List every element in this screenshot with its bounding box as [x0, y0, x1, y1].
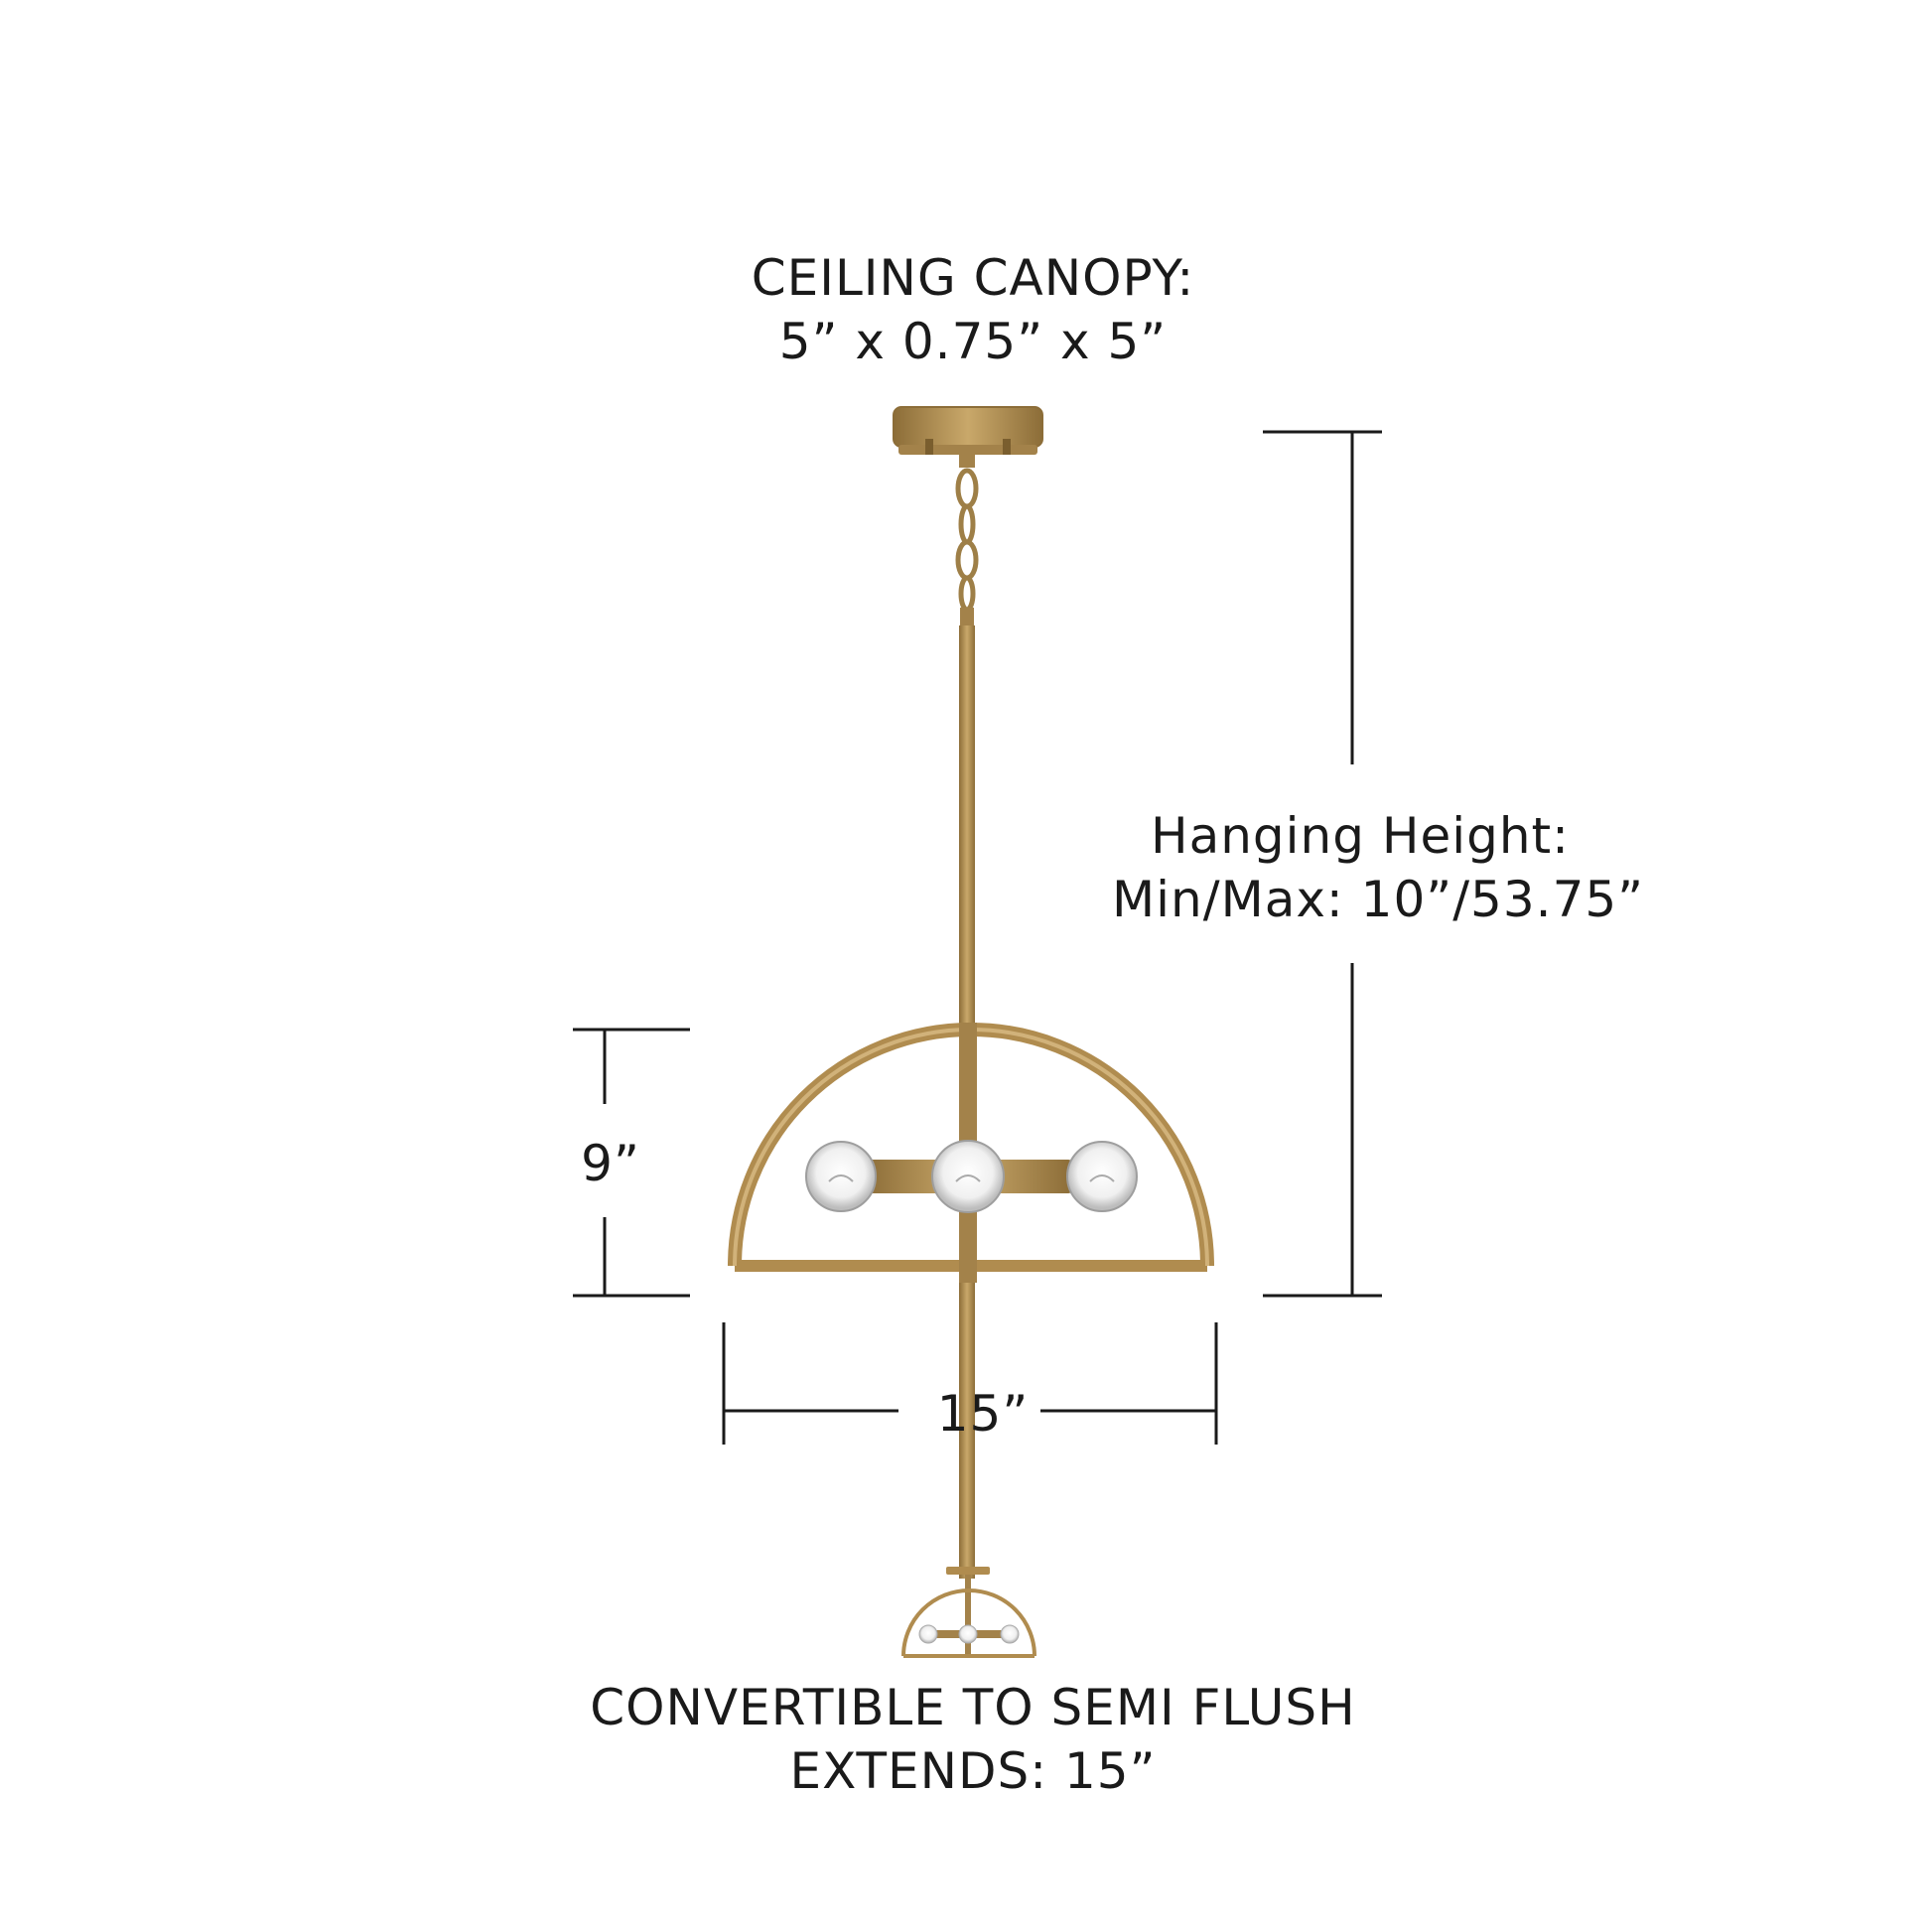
- height-value: 9”: [581, 1135, 640, 1192]
- width-dimension: [722, 1322, 1218, 1445]
- width-value: 15”: [936, 1385, 1030, 1443]
- height-dimension: [573, 1028, 690, 1298]
- semi-flush-extends: EXTENDS: 15”: [789, 1742, 1157, 1800]
- ceiling-canopy: [893, 406, 1043, 468]
- hanging-height-label: Hanging Height: Min/Max: 10”/53.75”: [1112, 804, 1645, 931]
- semi-flush-label: CONVERTIBLE TO SEMI FLUSH EXTENDS: 15”: [0, 1676, 1932, 1803]
- hanging-height-title: Hanging Height:: [1150, 807, 1570, 865]
- canopy-title: CEILING CANOPY:: [751, 249, 1195, 307]
- hanging-height-range: Min/Max: 10”/53.75”: [1112, 871, 1645, 928]
- canopy-size: 5” x 0.75” x 5”: [778, 313, 1168, 370]
- semi-flush-title: CONVERTIBLE TO SEMI FLUSH: [590, 1679, 1356, 1736]
- hanging-height-dimension: [1263, 430, 1382, 1298]
- chain: [955, 468, 979, 613]
- bulb-cluster: [805, 1140, 1138, 1213]
- ceiling-canopy-label: CEILING CANOPY: 5” x 0.75” x 5”: [0, 246, 1932, 373]
- semi-flush-thumbnail: [901, 1567, 1036, 1658]
